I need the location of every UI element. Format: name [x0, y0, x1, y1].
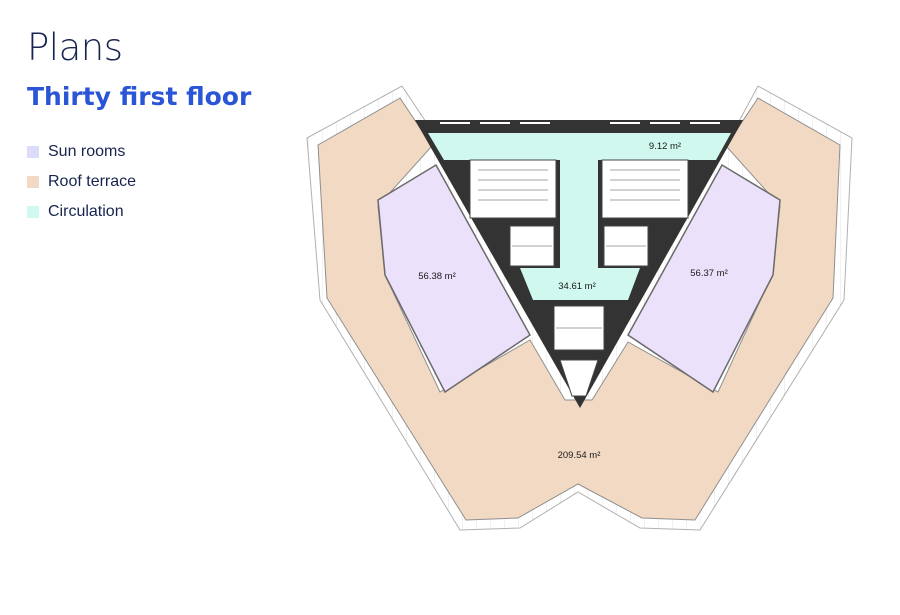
floor-title: Thirty first floor [27, 82, 252, 111]
stair-treads [478, 169, 680, 329]
area-label-corridor: 9.12 m² [649, 141, 681, 152]
legend-item-sun-rooms: Sun rooms [27, 137, 136, 167]
legend-swatch [27, 146, 39, 158]
stair-left [469, 159, 557, 219]
area-label-terrace: 209.54 m² [558, 450, 601, 461]
sunroom-right [627, 163, 781, 394]
floor-plan: 9.12 m² 56.38 m² 56.37 m² 34.61 m² 209.5… [306, 85, 853, 531]
area-label-sunroom-right: 56.37 m² [690, 268, 728, 279]
legend-label: Sun rooms [48, 143, 126, 160]
circulation-area [428, 133, 731, 300]
legend-label: Circulation [48, 203, 124, 220]
legend-swatch [27, 206, 39, 218]
legend-item-roof-terrace: Roof terrace [27, 167, 136, 197]
sunroom-left [377, 163, 531, 394]
header: Plans Thirty first floor [27, 26, 251, 113]
legend: Sun rooms Roof terrace Circulation [27, 137, 136, 227]
shaft-bottom [559, 359, 599, 397]
legend-label: Roof terrace [48, 173, 137, 190]
legend-item-circulation: Circulation [27, 197, 136, 227]
legend-swatch [27, 176, 39, 188]
area-label-lobby: 34.61 m² [558, 281, 596, 292]
stair-right [601, 159, 689, 219]
area-label-sunroom-left: 56.38 m² [418, 271, 456, 282]
page-title: Plans [27, 26, 123, 69]
